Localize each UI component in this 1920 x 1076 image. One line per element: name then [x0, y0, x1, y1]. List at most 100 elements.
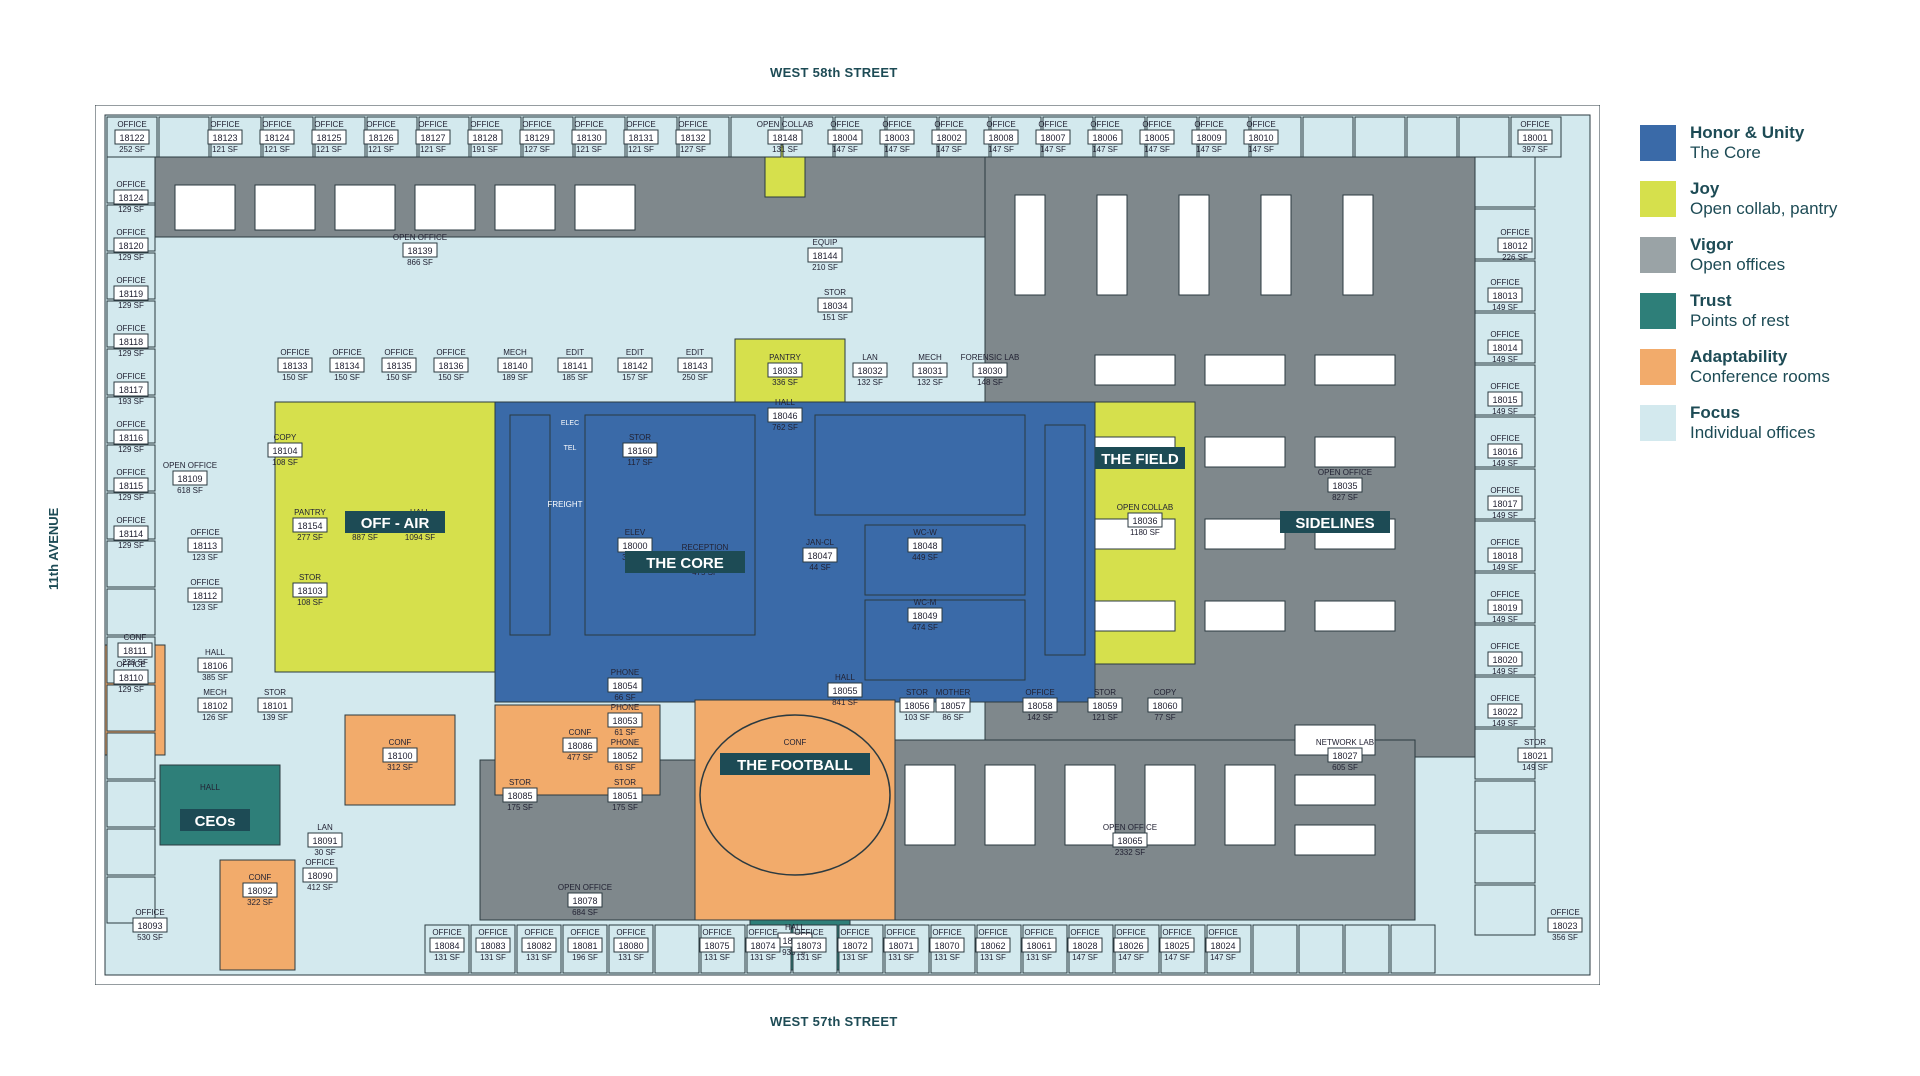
legend-item-focus: Focus Individual offices: [1640, 403, 1910, 461]
wc-women: [864, 524, 1026, 596]
room-area: 356 SF: [1552, 933, 1578, 942]
zone-tag-sidelines: SIDELINES: [1295, 515, 1374, 532]
room-number-box: [1497, 237, 1533, 253]
room-area: 1094 SF: [405, 533, 435, 542]
desk-cluster: [1224, 764, 1276, 846]
room-number: 18046: [772, 411, 797, 421]
room-number: 18048: [912, 541, 937, 551]
legend-name: Focus: [1690, 403, 1741, 422]
room-number: 18148: [772, 133, 797, 143]
room-type-label: OFFICE: [418, 120, 447, 129]
room-number: 18154: [297, 521, 322, 531]
room-type-label: HALL: [775, 398, 796, 407]
room-type-label: OFFICE: [116, 228, 145, 237]
room-type-label: PANTRY: [294, 508, 326, 517]
legend-swatch: [1640, 405, 1676, 441]
room-number-box: [475, 937, 511, 953]
room-number-box: [1487, 547, 1523, 563]
room-number-box: [1487, 495, 1523, 511]
room-number: 18112: [193, 591, 217, 601]
room-number: 18034: [822, 301, 847, 311]
room-number: 18065: [1117, 836, 1142, 846]
room-number: 18047: [807, 551, 832, 561]
room-area: 196 SF: [572, 953, 598, 962]
street-label-north: WEST 58th STREET: [770, 65, 898, 80]
room-number: 18062: [980, 941, 1005, 951]
room-area: 121 SF: [368, 145, 394, 154]
room-type-label: OFFICE: [574, 120, 603, 129]
room-number: 18006: [1092, 133, 1117, 143]
room-number-box: [1113, 937, 1149, 953]
room-number: 18017: [1492, 499, 1517, 509]
room-number: 18126: [368, 133, 393, 143]
room-number-box: [433, 357, 469, 373]
room-number: 18123: [212, 133, 237, 143]
legend-name: Joy: [1690, 179, 1720, 198]
zone-tag-off-air: OFF - AIR: [361, 515, 430, 532]
room-number-box: [852, 362, 888, 378]
room-area: 412 SF: [307, 883, 333, 892]
room-number: 18060: [1152, 701, 1177, 711]
room-area: 103 SF: [904, 713, 930, 722]
football-table-outline: [699, 714, 891, 876]
room-area: 762 SF: [772, 423, 798, 432]
room-number-box: [207, 129, 243, 145]
room-number-box: [311, 129, 347, 145]
room-area: 147 SF: [1144, 145, 1170, 154]
room-number-box: [607, 677, 643, 693]
room-number-box: [1327, 747, 1363, 763]
desk-cluster: [1342, 194, 1374, 296]
room-type-label: EDIT: [686, 348, 704, 357]
room-area: 129 SF: [118, 205, 144, 214]
room-area: 157 SF: [622, 373, 648, 382]
room-number: 18102: [202, 701, 227, 711]
legend-swatch: [1640, 181, 1676, 217]
room-number-box: [415, 129, 451, 145]
room-number-box: [1243, 129, 1279, 145]
legend-name: Vigor: [1690, 235, 1734, 254]
zone-joy-off-air: [274, 401, 496, 673]
room-number: 18078: [572, 896, 597, 906]
room-number-box: [562, 737, 598, 753]
zone-tag-bg: [1095, 447, 1185, 469]
room-number-box: [1127, 512, 1163, 528]
room-number-box: [329, 357, 365, 373]
room-type-label: EDIT: [566, 348, 584, 357]
legend-desc: Open collab, pantry: [1690, 199, 1838, 218]
room-number-box: [113, 381, 149, 397]
room-area: 147 SF: [1072, 953, 1098, 962]
room-number-box: [567, 937, 603, 953]
room-number-box: [1067, 937, 1103, 953]
room-area: 131 SF: [480, 953, 506, 962]
room-number: 18092: [247, 886, 272, 896]
room-type-label: STOR: [299, 573, 321, 582]
room-number: 18140: [502, 361, 527, 371]
room-area: 121 SF: [264, 145, 290, 154]
legend-name: Trust: [1690, 291, 1732, 310]
zone-tag-bg: [180, 809, 250, 831]
room-number: 18093: [137, 921, 162, 931]
room-type-label: OFFICE: [986, 120, 1015, 129]
room-area: 149 SF: [1492, 615, 1518, 624]
room-type-label: PANTRY: [769, 353, 801, 362]
room-number: 18118: [119, 337, 143, 347]
room-number-box: [1487, 287, 1523, 303]
room-area: 142 SF: [1027, 713, 1053, 722]
room-area: 189 SF: [502, 373, 528, 382]
room-number: 18116: [119, 433, 143, 443]
room-number: 18030: [977, 366, 1002, 376]
room-area: 108 SF: [297, 598, 323, 607]
desk-cluster: [1144, 764, 1196, 846]
room-number: 18025: [1164, 941, 1189, 951]
room-type-label: OFFICE: [1490, 642, 1519, 651]
room-number: 18009: [1196, 133, 1221, 143]
room-number: 18141: [562, 361, 587, 371]
room-number-box: [113, 237, 149, 253]
office-cell: [1474, 884, 1536, 936]
avenue-label-west: 11th AVENUE: [46, 507, 61, 590]
room-type-label: STOR: [509, 778, 531, 787]
room-number-box: [267, 442, 303, 458]
room-type-label: STOR: [614, 778, 636, 787]
room-area: 129 SF: [118, 253, 144, 262]
room-number: 18075: [704, 941, 729, 951]
